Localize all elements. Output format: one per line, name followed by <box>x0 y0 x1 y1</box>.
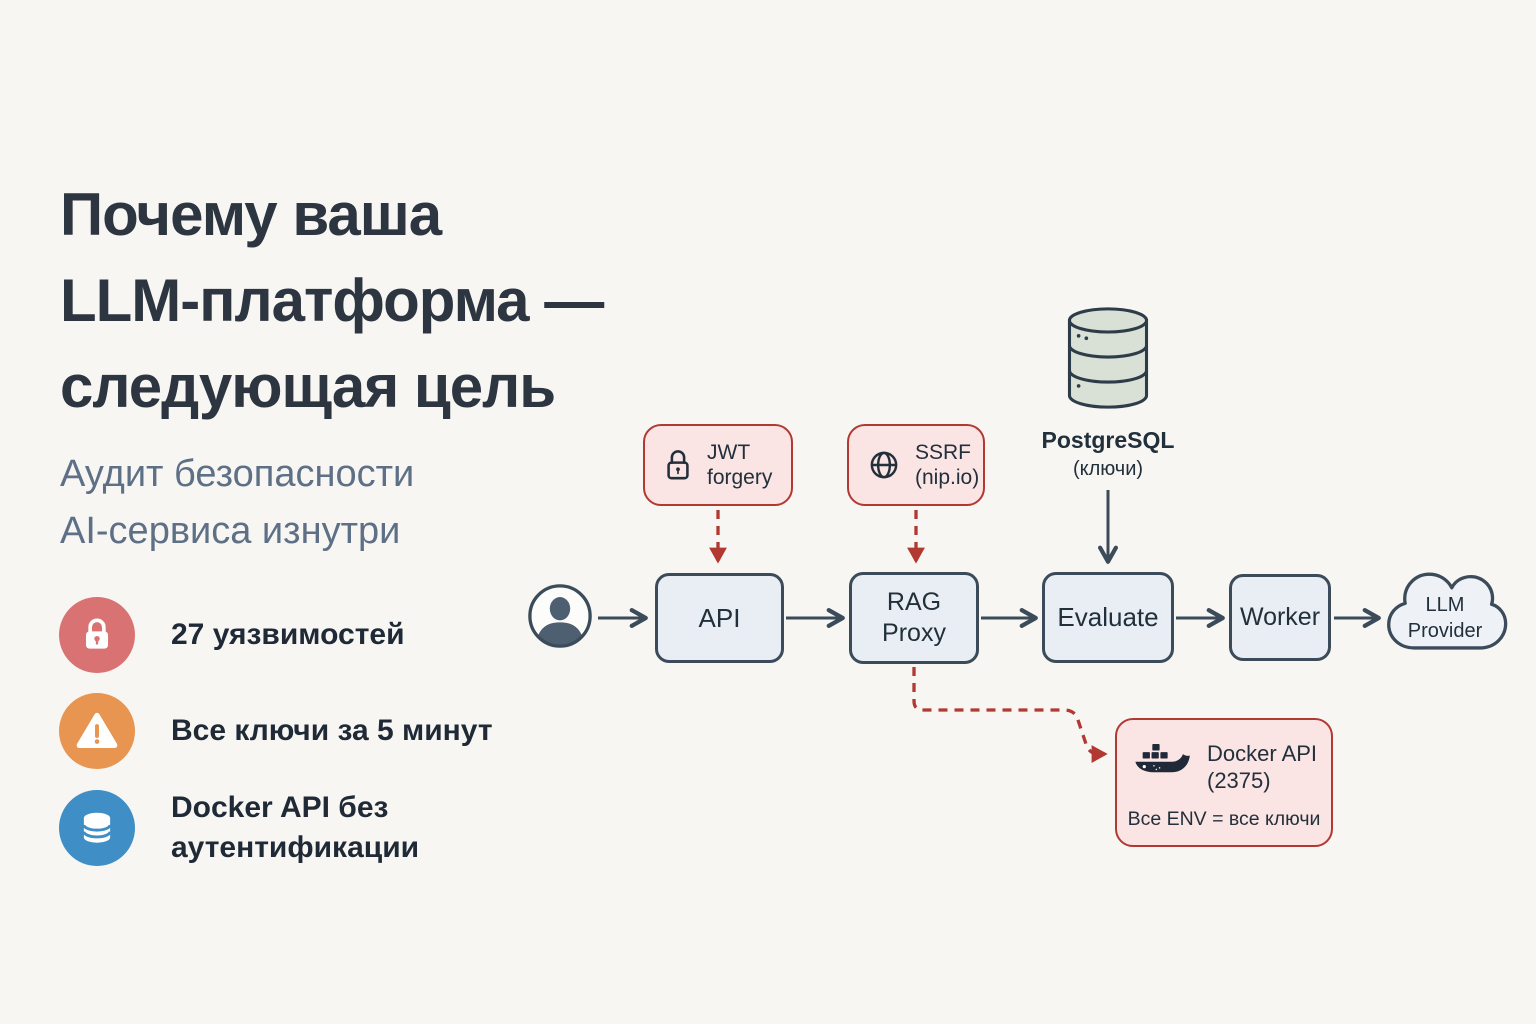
database-icon <box>82 812 112 843</box>
llm-provider-label: LLM Provider <box>1379 592 1511 644</box>
node-rag-line-2: Proxy <box>882 619 946 647</box>
threat-box-jwt-forgery: JWT forgery <box>643 424 793 506</box>
node-api-label: API <box>698 602 741 633</box>
node-rag-line-1: RAG <box>886 588 942 616</box>
node-evaluate: Evaluate <box>1042 572 1174 663</box>
subtitle-line-1: Аудит безопасности <box>60 453 415 495</box>
docker-api-box: Docker API (2375) Все ENV = все ключи <box>1115 718 1333 847</box>
cloud-line-1: LLM <box>1425 594 1465 616</box>
docker-box-note: Все ENV = все ключи <box>1127 808 1321 830</box>
node-evaluate-label: Evaluate <box>1057 602 1159 632</box>
docker-box-line-2: (2375) <box>1207 768 1271 793</box>
docker-box-label: Docker API (2375) <box>1207 740 1317 794</box>
cloud-line-2: Provider <box>1407 620 1483 642</box>
docker-box-line-1: Docker API <box>1207 741 1318 766</box>
bullet-docker-line-2: аутентификации <box>171 831 420 864</box>
lock-icon <box>85 618 109 649</box>
blue-badge <box>59 790 135 866</box>
orange-badge <box>59 693 135 769</box>
page-title: Почему ваша LLM-платформа — следующая це… <box>60 172 604 430</box>
subtitle-line-2: AI-сервиса изнутри <box>60 510 401 552</box>
threat-ssrf-line-2: (nip.io) <box>915 466 980 489</box>
threat-jwt-line-1: JWT <box>707 441 751 464</box>
bullet-text-keys: Все ключи за 5 минут <box>171 714 493 747</box>
bullet-item-keys: Все ключи за 5 минут <box>59 693 493 769</box>
bullet-item-vulnerabilities: 27 уязвимостей <box>59 597 405 673</box>
page-subtitle: Аудит безопасности AI-сервиса изнутри <box>60 446 414 560</box>
threat-box-ssrf: SSRF (nip.io) <box>847 424 985 506</box>
threat-ssrf-label: SSRF (nip.io) <box>915 440 979 490</box>
bullet-text-vulnerabilities: 27 уязвимостей <box>171 618 405 651</box>
bullet-item-docker: Docker API без аутентификации <box>59 790 419 866</box>
cloud-icon <box>1387 572 1508 650</box>
postgres-note: (ключи) <box>1072 458 1144 480</box>
title-line-2: LLM-платформа — <box>60 267 604 334</box>
bullet-text-docker: Docker API без аутентификации <box>171 788 419 868</box>
node-worker: Worker <box>1229 574 1331 661</box>
title-line-3: следующая цель <box>60 353 556 420</box>
user-icon <box>528 584 592 648</box>
lock-outline-icon <box>667 450 689 480</box>
title-line-1: Почему ваша <box>60 181 442 248</box>
globe-icon <box>870 451 898 479</box>
red-badge <box>59 597 135 673</box>
docker-whale-icon <box>1135 744 1190 773</box>
node-rag-proxy: RAG Proxy <box>849 572 979 664</box>
attack-arrow-rag-to-docker <box>912 667 1108 763</box>
bullet-docker-line-1: Docker API без <box>171 791 389 824</box>
node-worker-label: Worker <box>1239 603 1321 631</box>
postgres-label: PostgreSQL (ключи) <box>1028 427 1188 481</box>
threat-jwt-line-2: forgery <box>707 466 773 489</box>
threat-ssrf-line-1: SSRF <box>915 441 972 464</box>
warning-icon <box>76 712 118 749</box>
threat-jwt-label: JWT forgery <box>707 440 772 490</box>
node-api: API <box>655 573 784 663</box>
database-cylinder-icon <box>1067 307 1149 409</box>
postgres-name: PostgreSQL <box>1041 427 1175 453</box>
